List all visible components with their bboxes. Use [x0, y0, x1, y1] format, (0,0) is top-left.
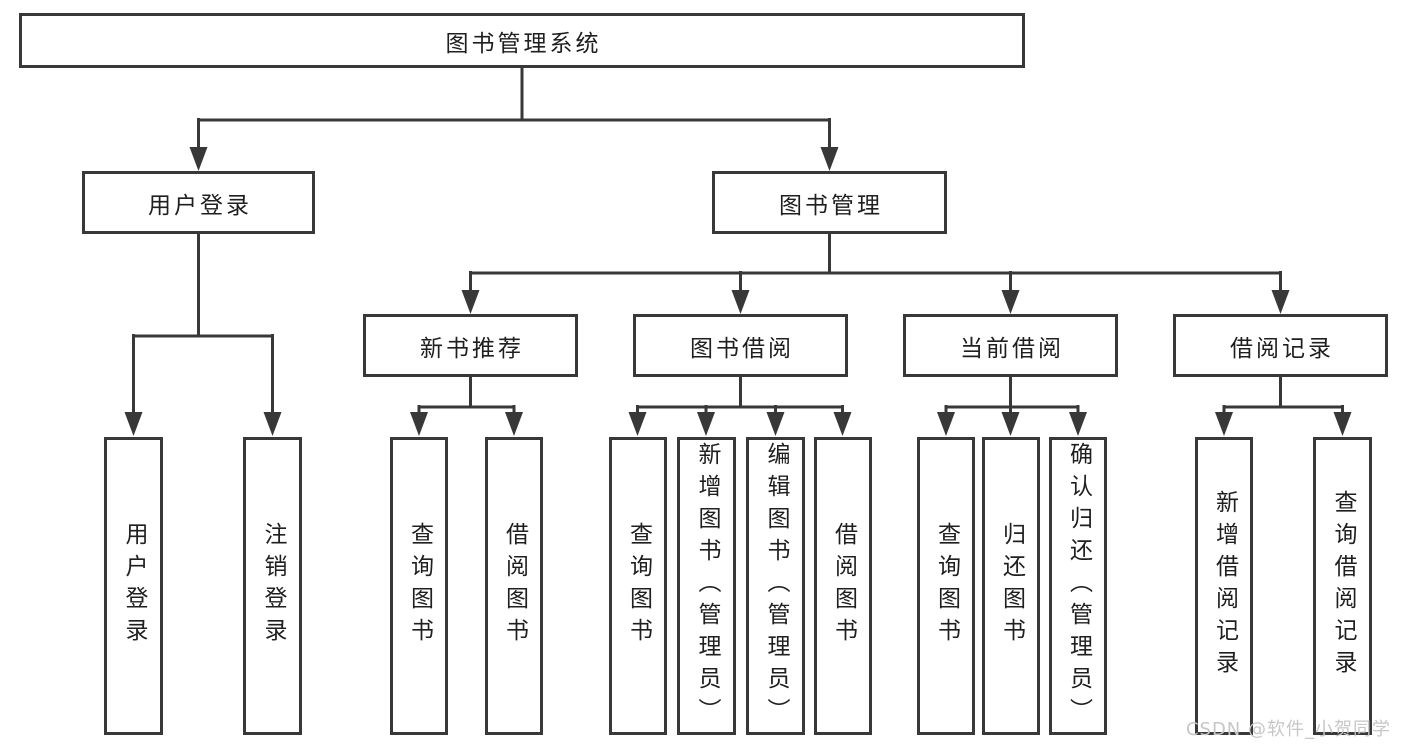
node-library-system: 图书管理系统 — [19, 13, 1025, 68]
node-borrowing-records: 借阅记录 — [1173, 314, 1388, 377]
node-current-borrowing: 当前借阅 — [903, 314, 1118, 377]
leaf-borrow-books-borrowing: 借阅图书 — [814, 437, 872, 735]
leaf-add-book-admin: 新增图书（管理员） — [677, 437, 736, 735]
node-new-book-recommendation: 新书推荐 — [363, 314, 578, 377]
leaf-query-books-recommend: 查询图书 — [390, 437, 448, 735]
leaf-query-books-borrowing: 查询图书 — [609, 437, 667, 735]
node-book-borrowing: 图书借阅 — [633, 314, 848, 377]
leaf-confirm-return-admin: 确认归还（管理员） — [1049, 437, 1107, 735]
leaf-return-books: 归还图书 — [982, 437, 1040, 735]
node-book-management: 图书管理 — [712, 171, 947, 234]
leaf-user-login: 用户登录 — [104, 437, 163, 735]
leaf-query-books-current: 查询图书 — [917, 437, 975, 735]
leaf-edit-book-admin: 编辑图书（管理员） — [746, 437, 805, 735]
leaf-logout: 注销登录 — [243, 437, 302, 735]
leaf-add-borrow-record: 新增借阅记录 — [1195, 437, 1253, 735]
leaf-query-borrow-record: 查询借阅记录 — [1313, 437, 1372, 735]
leaf-borrow-books-recommend: 借阅图书 — [485, 437, 543, 735]
node-user-login: 用户登录 — [82, 171, 315, 234]
csdn-watermark: CSDN @软件_小贺同学 — [1185, 719, 1391, 740]
arrowheads — [124, 147, 1352, 436]
